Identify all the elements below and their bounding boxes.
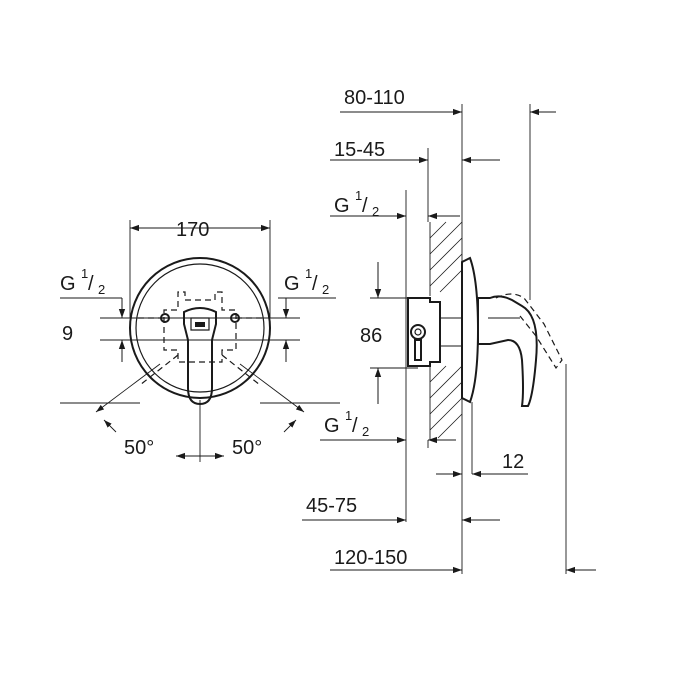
thread-right-label: G 1 / 2 [284,266,329,297]
depth-wall-label: 15-45 [334,139,385,161]
depth-body-label: 45-75 [306,495,357,517]
lever-handle-side [477,295,538,407]
depth-max-label: 120-150 [334,547,407,569]
thread-bottom-label: G 1 / 2 [324,408,369,439]
svg-text:G: G [324,415,340,437]
svg-text:/: / [88,273,94,295]
svg-text:2: 2 [322,282,329,297]
width-label: 170 [176,219,209,241]
escutcheon-outer-circle [129,257,271,399]
svg-text:2: 2 [98,282,105,297]
angle-left-label: 50° [124,437,154,459]
lever-logo-mark [195,322,205,327]
valve-stem-side [414,339,422,361]
angle-right-label: 50° [232,437,262,459]
thread-left-label: G 1 / 2 [60,266,105,297]
svg-text:2: 2 [372,204,379,219]
depth-total-label: 80-110 [344,87,405,109]
svg-text:1: 1 [81,266,88,281]
hidden-angle-right [221,354,261,386]
svg-text:1: 1 [305,266,312,281]
front-view: 170 G 1 / 2 G 1 / 2 9 50° [60,219,340,462]
escutcheon-inner-circle [135,263,265,393]
thread-top-label: G 1 / 2 [334,188,379,219]
valve-body-hidden-outline [163,291,237,363]
svg-text:G: G [60,273,76,295]
side-view: 80-110 15-45 G 1 / 2 86 G 1 / 2 [302,87,596,574]
height-label: 86 [360,325,382,347]
svg-text:/: / [362,195,368,217]
plate-label: 12 [502,451,524,473]
escutcheon-plate-side [461,256,480,404]
angle-line-right [239,363,305,413]
valve-body-side [407,297,441,367]
svg-text:2: 2 [362,424,369,439]
svg-text:1: 1 [345,408,352,423]
svg-text:/: / [352,415,358,437]
svg-text:G: G [284,273,300,295]
lever-handle [183,307,217,406]
wall-hatch [429,221,463,440]
lever-handle-side-dashed [495,293,563,370]
svg-text:/: / [312,273,318,295]
angle-line-left [95,363,161,413]
valve-port-icon [410,324,426,340]
hidden-angle-left [139,354,179,386]
offset-label: 9 [62,323,73,345]
svg-text:1: 1 [355,188,362,203]
svg-text:G: G [334,195,350,217]
